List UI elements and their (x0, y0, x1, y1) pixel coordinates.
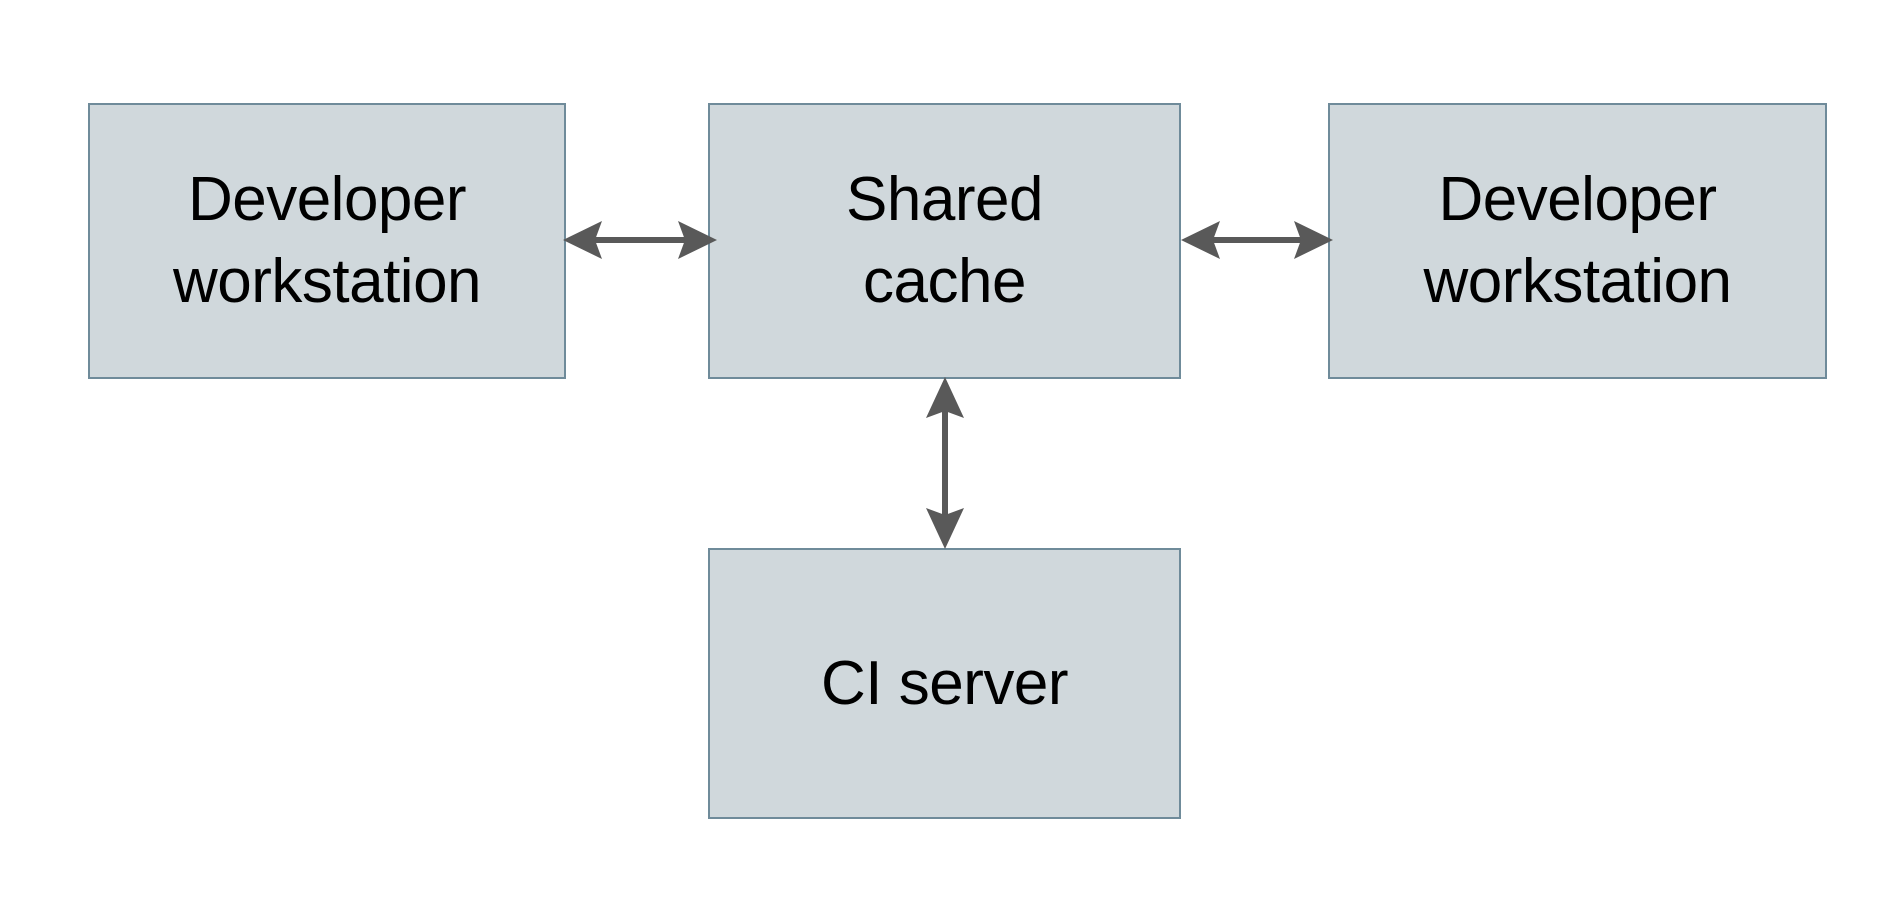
edge-shared-cache-to-developer-workstation-right[interactable] (1178, 200, 1336, 280)
edge-shared-cache-to-ci-server[interactable] (905, 374, 985, 552)
arrowhead-right-icon (1294, 221, 1333, 259)
node-shared-cache[interactable]: Shared cache (708, 103, 1181, 379)
node-label: Shared cache (846, 165, 1043, 316)
node-label: CI server (821, 648, 1068, 718)
node-label: Developer workstation (1423, 165, 1732, 316)
node-developer-workstation-left[interactable]: Developer workstation (88, 103, 566, 379)
edge-developer-workstation-left-to-shared-cache[interactable] (560, 200, 720, 280)
arrowhead-left-icon (563, 221, 602, 259)
arrowhead-right-icon (678, 221, 717, 259)
edge-shaft (1209, 237, 1305, 243)
arrowhead-up-icon (926, 377, 964, 418)
node-ci-server[interactable]: CI server (708, 548, 1181, 819)
arrowhead-left-icon (1181, 221, 1220, 259)
edge-shaft (942, 404, 948, 522)
node-label: Developer workstation (172, 165, 482, 316)
node-developer-workstation-right[interactable]: Developer workstation (1328, 103, 1827, 379)
edge-shaft (591, 237, 689, 243)
arrowhead-down-icon (926, 508, 964, 549)
